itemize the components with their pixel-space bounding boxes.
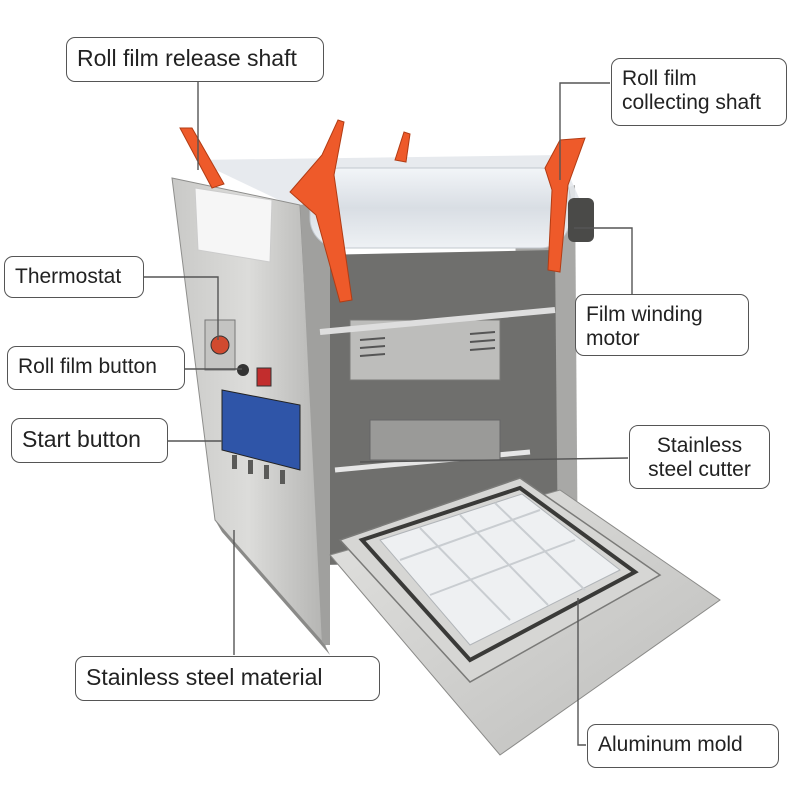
- collecting-shaft-handle: [394, 131, 586, 273]
- start-button-cap: [256, 367, 272, 387]
- label-stainless-steel-cutter: Stainless steel cutter: [629, 425, 770, 489]
- roll-film-button-cap: [237, 364, 249, 376]
- leader-lines: [143, 80, 633, 746]
- leader-cutter: [359, 457, 629, 463]
- tray-compartments: [399, 502, 586, 621]
- top-sticker: [194, 187, 273, 263]
- grille: [359, 331, 496, 357]
- label-aluminum-mold: Aluminum mold: [587, 724, 779, 768]
- label-roll-film-collecting-shaft: Roll film collecting shaft: [611, 58, 787, 126]
- leader-film-motor: [574, 227, 633, 320]
- film-roll: [309, 167, 571, 249]
- label-roll-film-button: Roll film button: [7, 346, 185, 390]
- leader-collecting-shaft: [559, 82, 610, 180]
- winding-motor: [568, 198, 594, 242]
- label-stainless-steel-material: Stainless steel material: [75, 656, 380, 701]
- info-plate: [221, 389, 301, 471]
- thermostat-knob: [210, 335, 230, 355]
- leader-aluminum-mold: [577, 598, 586, 746]
- label-start-button: Start button: [11, 418, 168, 463]
- mold-gasket: [358, 485, 639, 663]
- leader-thermostat: [143, 276, 219, 340]
- label-roll-film-release-shaft: Roll film release shaft: [66, 37, 324, 82]
- vent-slots: [232, 455, 285, 484]
- label-thermostat: Thermostat: [4, 256, 144, 298]
- guide-rod-upper: [319, 307, 556, 335]
- label-film-winding-motor: Film winding motor: [575, 294, 749, 356]
- base-shadow: [215, 520, 330, 655]
- cutter-block: [369, 419, 501, 461]
- release-shaft-handle: [179, 119, 353, 303]
- front-upper-panel: [300, 200, 330, 645]
